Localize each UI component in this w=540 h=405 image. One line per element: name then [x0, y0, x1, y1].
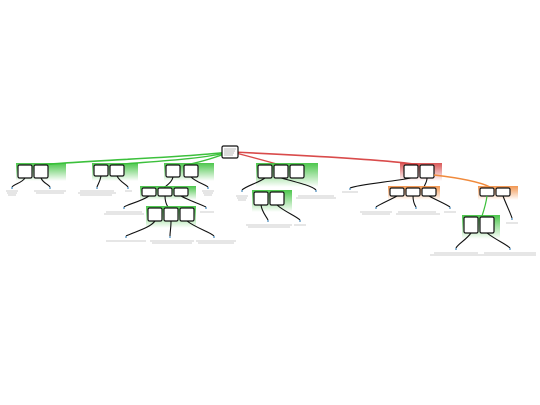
- leaf-5o-b: [511, 218, 513, 220]
- leaf-3b: [207, 187, 209, 189]
- group-3-level2-node-a: [141, 187, 157, 197]
- leaf-1b: [49, 187, 51, 189]
- leaf-2a: [96, 187, 98, 189]
- leaf-5l2b: [415, 207, 417, 209]
- group-5-level2-node-c: [421, 187, 437, 197]
- group-3-level2-node-b: [157, 187, 173, 197]
- leaf-5l3b: [509, 248, 511, 250]
- leaf-4l2b: [299, 220, 301, 222]
- root-node-box: [221, 145, 239, 159]
- leaf-3l3b: [169, 236, 171, 238]
- group-5-level3-node-b: [479, 216, 495, 234]
- group-3-node-a: [165, 164, 181, 178]
- leaf-4c: [315, 190, 317, 192]
- node-group-1: [6, 163, 66, 196]
- group-1-node-a: [17, 164, 33, 179]
- group-5-node-a: [403, 164, 419, 179]
- leaf-3l2a: [123, 207, 125, 209]
- node-group-4: [236, 163, 336, 228]
- group-3-level3-node-b: [163, 207, 179, 222]
- group-4-level2-node-a: [253, 191, 269, 206]
- node-group-5: [342, 163, 536, 256]
- group-4-node-b: [273, 164, 289, 179]
- group-5-level2-node-b: [405, 187, 421, 197]
- group-3-level2-node-c: [173, 187, 189, 197]
- leaf-4l2a: [267, 220, 269, 222]
- group-4-level2-node-b: [269, 191, 285, 206]
- group-3-level3-node-a: [147, 207, 163, 222]
- leaf-5l2c: [449, 207, 451, 209]
- leaf-3l2c: [205, 207, 207, 209]
- group-5-node-b: [419, 164, 435, 179]
- group-1-node-b: [33, 164, 49, 179]
- leaf-5l3a: [455, 248, 457, 250]
- group-3-level3-node-c: [179, 207, 195, 222]
- group-5-level2-node-a: [389, 187, 405, 197]
- leaf-1a: [11, 187, 13, 189]
- root-node: [221, 145, 239, 159]
- leaf-5l2a: [375, 207, 377, 209]
- group-2-node-a: [93, 164, 109, 177]
- leaf-5a: [349, 188, 351, 190]
- leaf-2b: [127, 187, 129, 189]
- node-group-3: [104, 163, 236, 244]
- leaf-4a: [241, 190, 243, 192]
- group-5-orange-node-b: [495, 187, 511, 197]
- group-5-level3-node-a: [463, 216, 479, 234]
- group-2-node-b: [109, 164, 125, 177]
- group-4-node-c: [289, 164, 305, 179]
- leaf-3l3a: [125, 236, 127, 238]
- group-5-orange-node-a: [479, 187, 495, 197]
- group-4-node-a: [257, 164, 273, 179]
- group-3-node-b: [183, 164, 199, 178]
- leaf-3l3c: [213, 236, 215, 238]
- node-group-2: [78, 163, 138, 196]
